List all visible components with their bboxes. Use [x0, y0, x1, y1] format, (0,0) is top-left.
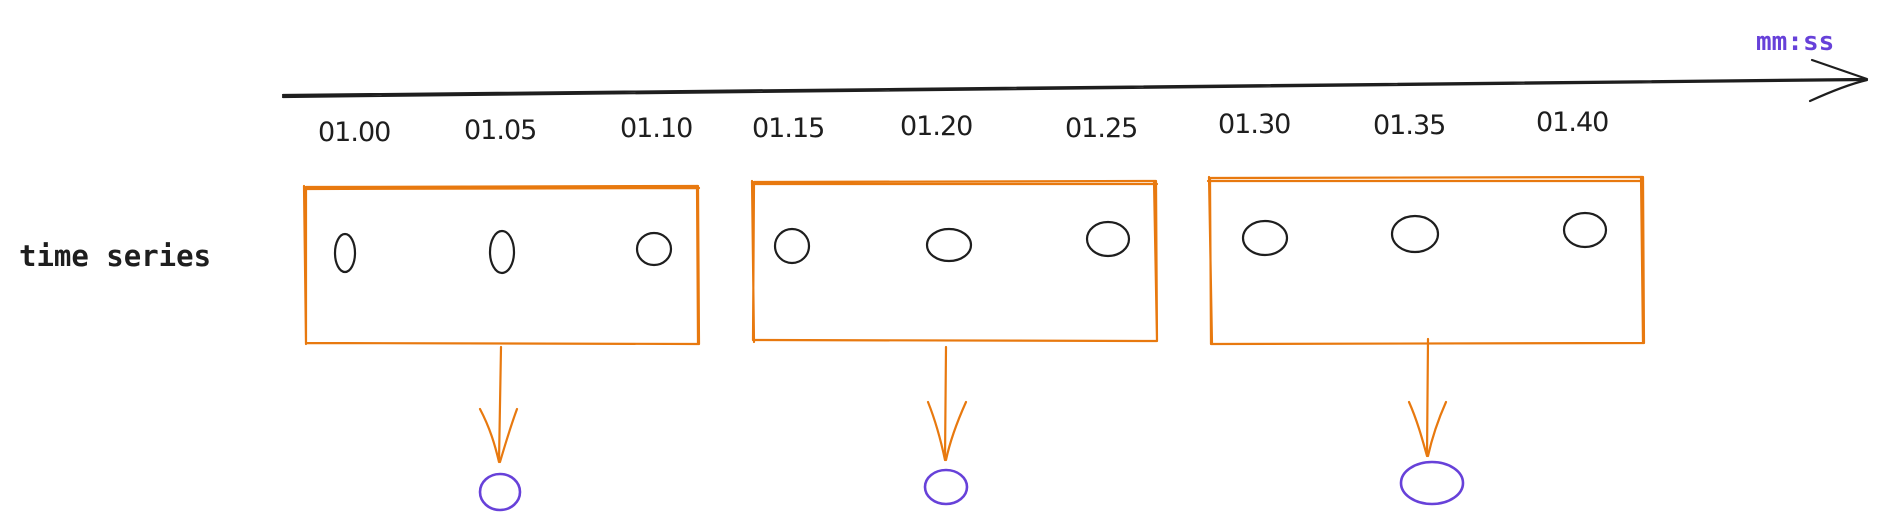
data-point [1562, 211, 1608, 249]
tick-label: 01.35 [1373, 110, 1445, 141]
window-3-box [1206, 175, 1646, 346]
window-1-arrow [478, 345, 519, 464]
data-point [925, 227, 973, 263]
tick-label: 01.25 [1065, 113, 1137, 144]
window-2-arrow [926, 345, 968, 462]
aggregate-result [478, 472, 522, 512]
data-point [488, 229, 516, 275]
window-2 [750, 179, 1159, 506]
window-1-box [302, 184, 701, 346]
data-point [773, 227, 811, 265]
time-tick-labels: 01.00 01.05 01.10 01.15 01.20 01.25 01.3… [318, 107, 1609, 148]
time-axis-arrowhead [1808, 58, 1869, 103]
window-3-arrow [1407, 337, 1448, 458]
tick-label: 01.40 [1536, 107, 1608, 138]
data-point [1241, 219, 1289, 257]
window-1 [302, 184, 701, 512]
row-label: time series [19, 239, 211, 273]
time-axis: mm:ss [281, 27, 1869, 103]
data-point [333, 232, 357, 274]
tick-label: 01.05 [464, 115, 536, 146]
tick-label: 01.00 [318, 117, 390, 148]
time-axis-unit-label: mm:ss [1756, 27, 1834, 57]
tick-label: 01.30 [1218, 109, 1290, 140]
data-point [1390, 214, 1440, 254]
tick-label: 01.15 [752, 113, 824, 144]
time-axis-line [281, 77, 1868, 99]
data-point [1085, 220, 1131, 258]
window-3 [1206, 175, 1646, 506]
tick-label: 01.10 [620, 113, 692, 144]
aggregate-result [923, 468, 969, 506]
window-2-box [750, 179, 1159, 344]
tick-label: 01.20 [900, 111, 972, 142]
data-point [635, 231, 673, 267]
aggregate-result [1399, 460, 1465, 506]
